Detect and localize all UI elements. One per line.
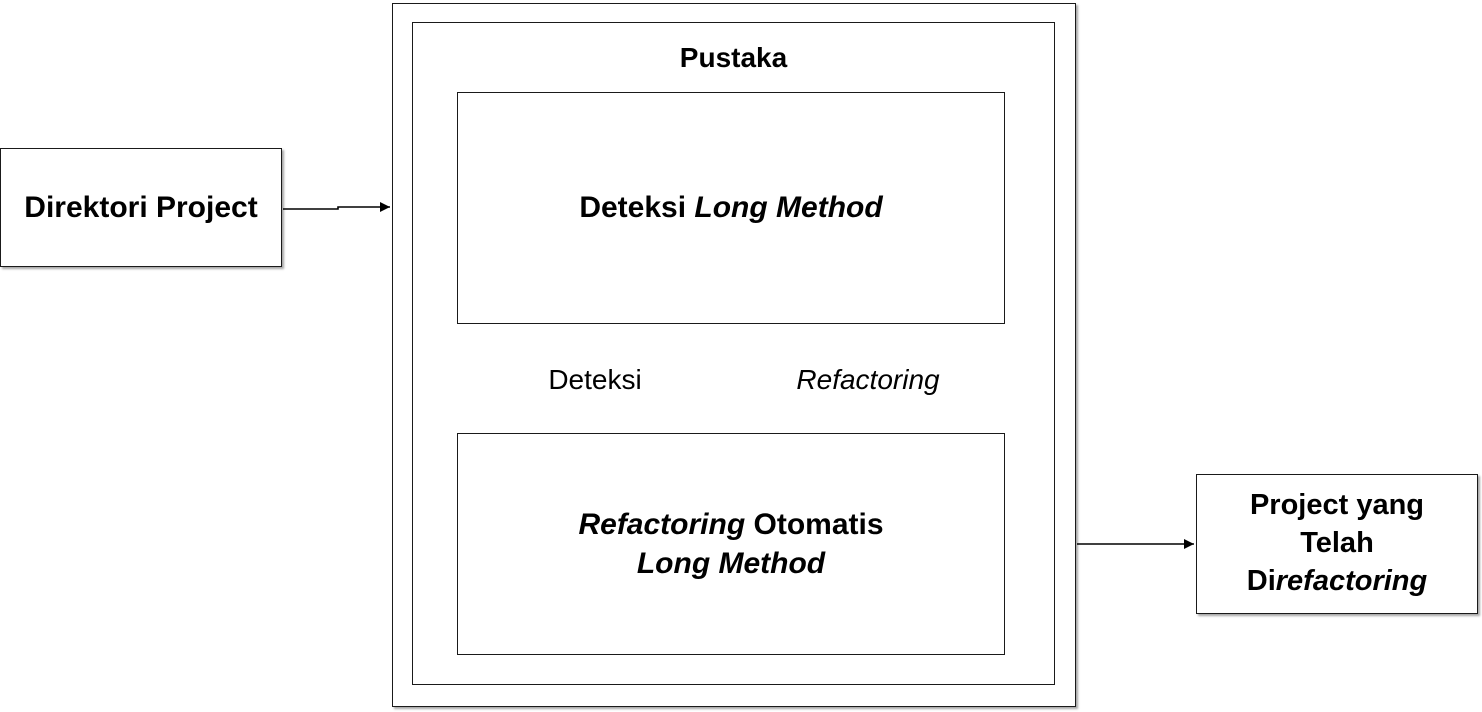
input-node: Direktori Project bbox=[0, 148, 282, 267]
detection-prefix: Deteksi bbox=[579, 191, 695, 224]
refactor-rest: Otomatis bbox=[745, 508, 884, 541]
output-line1: Project yang bbox=[1249, 489, 1425, 522]
edge-label-refactor: Refactoring bbox=[780, 360, 956, 400]
output-line3-prefix: Di bbox=[1246, 564, 1276, 597]
edge-label-refactor-text: Refactoring bbox=[796, 364, 940, 396]
refactor-line2: Long Method bbox=[636, 547, 826, 580]
refactor-italic: Refactoring bbox=[578, 508, 746, 541]
edge-input-to-library bbox=[283, 202, 390, 212]
output-line2: Telah bbox=[1300, 527, 1374, 560]
detection-italic: Long Method bbox=[694, 191, 883, 224]
input-node-label: Direktori Project bbox=[24, 190, 258, 224]
edge-label-detect: Deteksi bbox=[530, 360, 660, 400]
output-line3-italic: refactoring bbox=[1275, 564, 1428, 597]
library-title: Pustaka bbox=[679, 42, 788, 74]
detection-node: Deteksi Long Method bbox=[457, 92, 1005, 324]
detection-node-label: Deteksi Long Method bbox=[579, 191, 882, 225]
